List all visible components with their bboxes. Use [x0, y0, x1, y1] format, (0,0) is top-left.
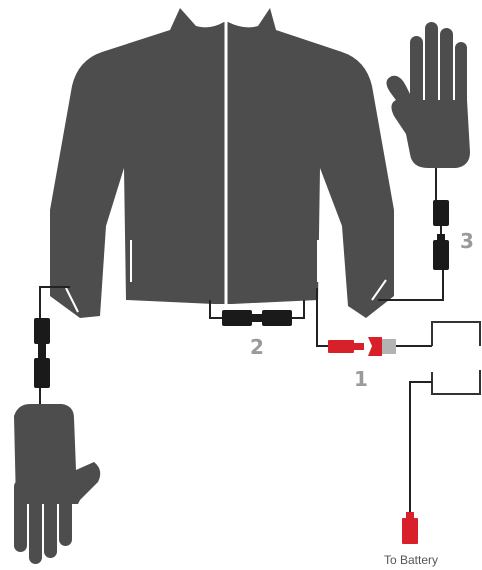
- connector-3-upper-plug: [433, 200, 449, 226]
- connector-1-socket: [368, 337, 382, 356]
- left-glove-shape: [14, 404, 101, 564]
- jacket: [50, 8, 394, 318]
- battery-connector: To Battery: [384, 512, 438, 567]
- connector-3-lower-plug: [433, 240, 449, 270]
- connector-2-label: 2: [250, 335, 264, 359]
- connector-1: 1: [316, 288, 432, 391]
- controller-outline: [431, 321, 481, 395]
- connector-3-label: 3: [460, 229, 474, 253]
- battery-plug: [402, 518, 418, 544]
- controller-to-battery-wire: [409, 381, 432, 512]
- right-glove: 3: [378, 22, 474, 301]
- connector-1-red-plug: [328, 340, 354, 353]
- left-cuff-stripe: [65, 287, 79, 313]
- connector-2-left-plug: [222, 310, 252, 326]
- connector-2-right-plug: [262, 310, 292, 326]
- connector-left-upper-plug: [34, 318, 50, 344]
- connector-1-label: 1: [354, 367, 368, 391]
- controller: [409, 321, 481, 512]
- jacket-body: [50, 8, 394, 318]
- connector-left-lower-plug: [34, 358, 50, 388]
- right-glove-wire: [378, 168, 444, 301]
- connector-2: 2: [209, 300, 305, 359]
- right-glove-shape: [386, 22, 470, 168]
- right-cuff-stripe: [371, 279, 387, 301]
- left-glove: [14, 286, 101, 564]
- battery-label: To Battery: [384, 553, 438, 567]
